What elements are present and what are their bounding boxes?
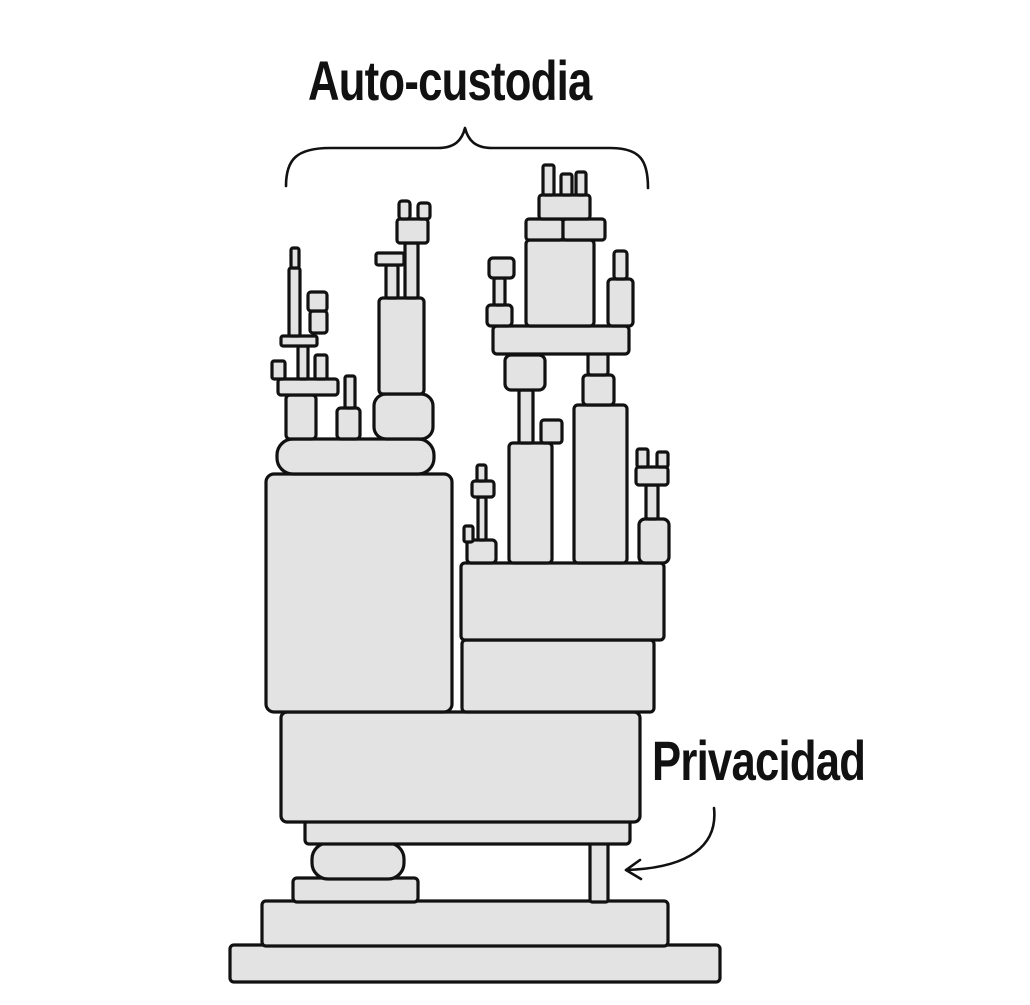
rt-small-hook — [462, 524, 475, 544]
rt-platform — [491, 324, 631, 356]
lt-column-a — [284, 393, 318, 441]
mt-base — [372, 392, 435, 441]
rt-left-knob-stick — [492, 276, 507, 307]
rt-small-top — [475, 463, 488, 483]
rt-small-stick — [476, 495, 488, 542]
rt-crown — [537, 193, 592, 221]
rt-crown-pin-b — [559, 172, 574, 197]
rt-crown-pin-c — [574, 170, 588, 197]
lt-mast-top — [289, 246, 301, 270]
rt-left-knob-base — [485, 303, 514, 328]
rt-small-cap — [470, 479, 496, 499]
rt-right-post-top — [612, 249, 629, 281]
lt-side-b — [306, 290, 329, 313]
curly-brace — [284, 126, 650, 190]
big-middle-block — [279, 710, 642, 824]
mt-stick-b — [403, 241, 420, 300]
lt-small-a — [335, 406, 362, 441]
mt-head — [395, 217, 430, 245]
rt-right-cap — [634, 465, 670, 487]
rt-right-base — [637, 517, 671, 565]
rt-right-ear-b — [655, 450, 670, 469]
lt-stick-a — [343, 374, 357, 410]
arrow-head — [624, 858, 643, 881]
rt-pillar-b — [572, 403, 629, 565]
foot-left-low — [291, 876, 420, 904]
rt-right-stick — [644, 483, 660, 521]
privacy-label: Privacidad — [652, 729, 866, 792]
rt-pillar-a-stick — [517, 388, 535, 445]
rt-big-box — [524, 238, 596, 328]
mt-column — [377, 296, 426, 396]
lt-side-a — [308, 309, 329, 335]
rt-right-ear-a — [635, 447, 650, 469]
rt-left-knob-top — [487, 256, 516, 280]
base-bottom — [228, 943, 722, 984]
mt-ear-b — [416, 201, 432, 221]
rt-right-post — [606, 277, 635, 328]
pointer-arrow — [624, 806, 716, 872]
rt-pillar-a — [507, 441, 554, 565]
lt-mast — [287, 266, 302, 338]
rt-crown-pin-a — [541, 163, 556, 197]
rt-cap-right — [561, 217, 607, 242]
right-upper-block — [459, 561, 666, 642]
rt-pillar-a-side — [539, 418, 564, 445]
lt-plate — [276, 377, 340, 397]
rt-pillar-a-cap — [503, 353, 547, 392]
lt-cap-a — [270, 359, 287, 381]
rt-cap-left — [524, 217, 565, 242]
mt-cross — [374, 251, 406, 267]
left-tall-block — [264, 472, 454, 714]
left-slab — [275, 437, 436, 476]
mt-ear-a — [397, 199, 412, 221]
right-lower-block — [460, 638, 656, 714]
lt-post-a — [296, 344, 310, 381]
self-custody-label: Auto-custodia — [308, 49, 592, 112]
lt-cap-b — [313, 353, 329, 381]
privacy-support — [588, 840, 610, 904]
rt-pillar-b-head — [581, 373, 616, 407]
foot-left-round — [310, 841, 406, 881]
base-second — [260, 899, 670, 948]
mt-stick-a — [384, 263, 400, 300]
